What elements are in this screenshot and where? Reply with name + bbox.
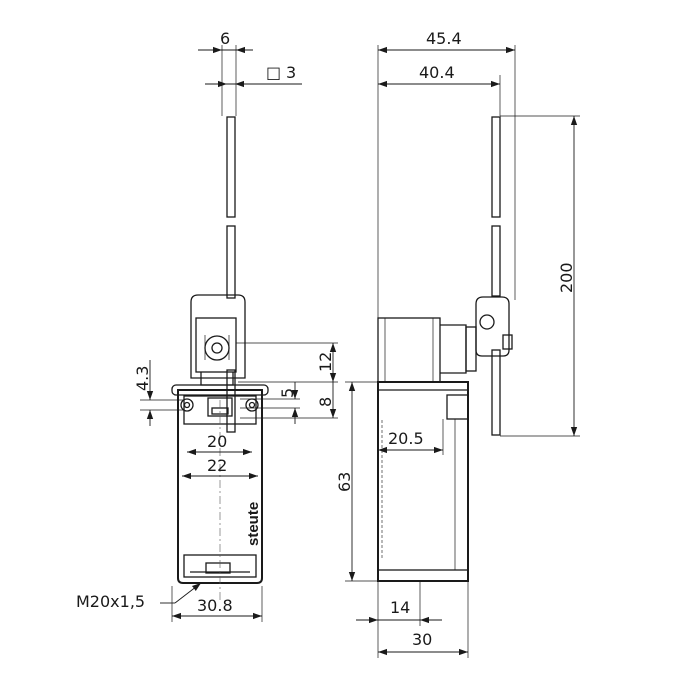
- actuator-head: [190, 294, 246, 386]
- dim-45-4-label: 45.4: [426, 29, 462, 48]
- dim-63: 63: [335, 381, 378, 582]
- dim-8-label: 8: [316, 397, 335, 407]
- dim-200: 200: [500, 115, 580, 437]
- brand-label: steute: [245, 502, 262, 546]
- side-lever: [491, 116, 501, 436]
- dim-14: 14: [356, 581, 442, 658]
- dim-30-label: 30: [412, 630, 432, 649]
- dim-30: 30: [378, 581, 469, 658]
- dim-6-label: 6: [220, 29, 230, 48]
- dim-4-3: 4.3: [133, 360, 184, 426]
- dim-30-8: 30.8: [171, 586, 263, 622]
- thread-label: M20x1,5: [76, 592, 145, 611]
- dim-22-label: 22: [207, 456, 227, 475]
- dim-thread: M20x1,5: [76, 582, 202, 611]
- switch-body: [171, 384, 269, 600]
- lever-rod: [226, 116, 236, 433]
- dim-30-8-label: 30.8: [197, 596, 233, 615]
- dim-14-label: 14: [390, 598, 410, 617]
- dim-12-label: 12: [316, 352, 335, 372]
- dim-200-label: 200: [557, 262, 576, 293]
- front-view: steute 6 □ 3 4.3: [76, 29, 338, 622]
- dim-63-label: 63: [335, 472, 354, 492]
- dim-12-8-5: 12 8 5: [236, 342, 338, 424]
- side-body: [377, 381, 469, 582]
- dim-22: 22: [182, 456, 258, 480]
- side-view: 45.4 40.4 200 63 20.5: [335, 29, 580, 658]
- dim-20-5: 20.5: [378, 419, 444, 455]
- dim-4-3-label: 4.3: [133, 366, 152, 391]
- dim-20: 20: [187, 432, 252, 456]
- dim-40-4: 40.4: [378, 63, 501, 116]
- dim-5-label: 5: [278, 388, 297, 398]
- dim-40-4-label: 40.4: [419, 63, 455, 82]
- dim-6: 6: [198, 29, 253, 116]
- dim-square-3: □ 3: [205, 63, 302, 88]
- dim-20-label: 20: [207, 432, 227, 451]
- dim-45-4: 45.4: [377, 29, 516, 318]
- dim-3-label: 3: [286, 63, 296, 82]
- square-symbol: □: [266, 63, 281, 82]
- dim-20-5-label: 20.5: [388, 429, 424, 448]
